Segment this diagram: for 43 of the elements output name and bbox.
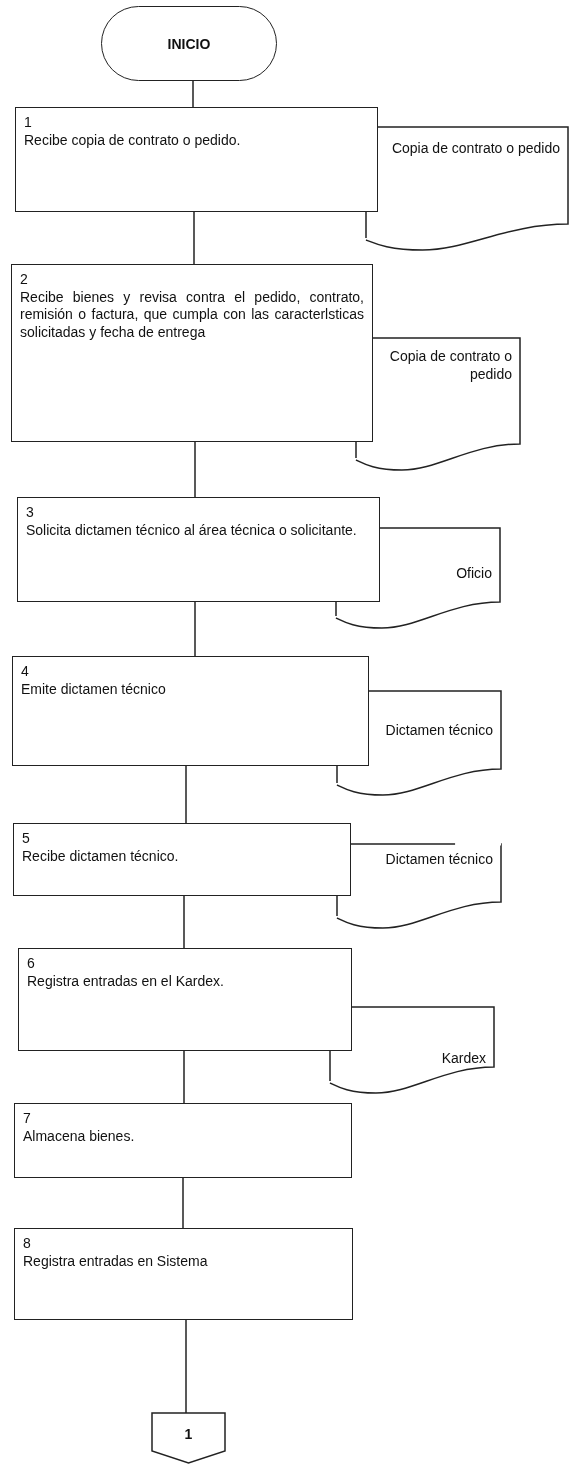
document-label: Kardex	[440, 1050, 486, 1068]
step-number: 1	[24, 114, 33, 132]
document-shape	[356, 338, 520, 470]
connector-line	[192, 80, 194, 108]
document-label: Dictamen técnico	[384, 722, 493, 740]
step-text: Registra entradas en Sistema	[23, 1252, 209, 1270]
connector-line	[185, 765, 187, 824]
step-number: 6	[27, 955, 36, 973]
connector-line	[182, 1177, 184, 1229]
step-number: 3	[26, 504, 35, 522]
connector-line	[183, 895, 185, 949]
connector-line	[193, 211, 195, 265]
connector-line	[194, 601, 196, 657]
step-number: 2	[20, 271, 29, 289]
document-label: Copia de contrato o pedido	[388, 348, 512, 383]
connector-line	[183, 1050, 185, 1104]
step-text: Recibe dictamen técnico.	[22, 847, 180, 865]
connector-line	[185, 1319, 187, 1414]
process-box	[15, 107, 378, 212]
process-box	[14, 1228, 353, 1320]
step-text: Recibe copia de contrato o pedido.	[24, 131, 242, 149]
document-shape	[330, 1007, 494, 1093]
document-label: Dictamen técnico	[384, 851, 493, 869]
step-text: Almacena bienes.	[23, 1127, 136, 1145]
process-box	[13, 823, 351, 896]
document-shape	[337, 844, 501, 928]
connector-label: 1	[184, 1426, 193, 1442]
document-shape	[366, 127, 568, 250]
step-text: Registra entradas en el Kardex.	[27, 972, 225, 990]
process-box	[18, 948, 352, 1051]
connector-line	[194, 441, 196, 498]
step-text: Emite dictamen técnico	[21, 680, 167, 698]
document-label: Oficio	[455, 565, 492, 583]
process-box	[14, 1103, 352, 1178]
step-text: Solicita dictamen técnico al área técnica o solicitante.	[26, 521, 358, 539]
step-number: 8	[23, 1235, 32, 1253]
step-number: 5	[22, 830, 31, 848]
step-number: 7	[23, 1110, 32, 1128]
terminal-label: INICIO	[167, 35, 211, 52]
off-page-connector	[152, 1413, 225, 1463]
document-label: Copia de contrato o pedido	[390, 140, 560, 158]
step-number: 4	[21, 663, 30, 681]
step-text: Recibe bienes y revisa contra el pedido, contrato, remisión o factura, que cumpla con las caracterlsticas solicitadas y fecha de entrega	[20, 288, 364, 341]
